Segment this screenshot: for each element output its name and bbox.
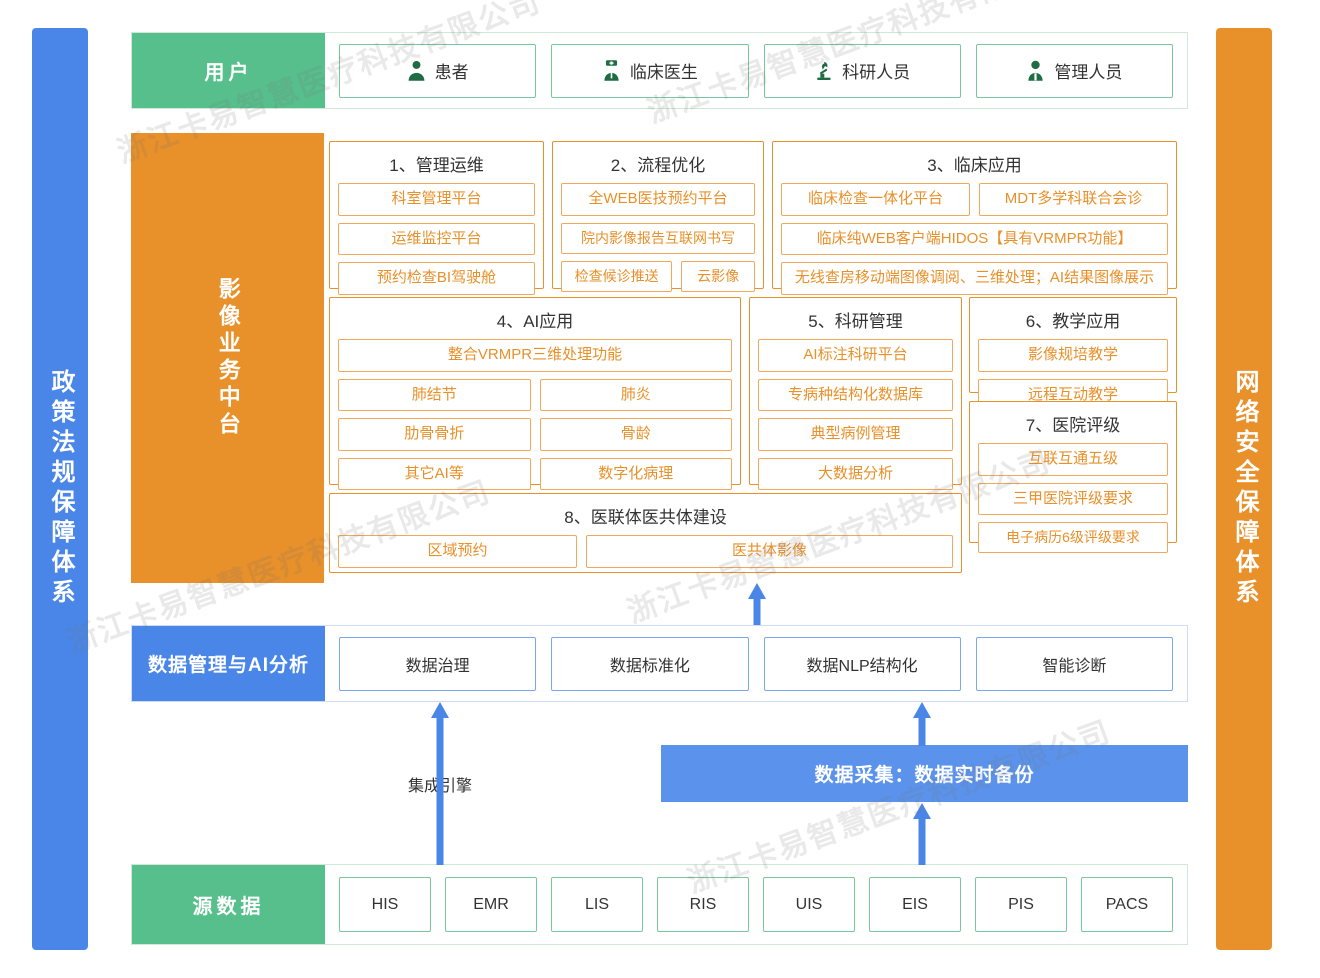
group-title: 4、AI应用	[496, 312, 574, 331]
group-item[interactable]: 无线查房移动端图像调阅、三维处理；AI结果图像展示	[781, 262, 1168, 295]
arrow-dm-to-platform	[742, 583, 772, 625]
group-item[interactable]: 整合VRMPR三维处理功能	[338, 339, 732, 372]
user-role-clinician[interactable]: 临床医生	[551, 43, 749, 98]
user-role-patient[interactable]: 患者	[339, 43, 537, 98]
imaging-platform-label-text: 影像业务中台	[215, 277, 241, 439]
data-collection-bar: 数据采集：数据实时备份	[661, 745, 1188, 802]
group-item[interactable]: 医共体影像	[585, 535, 953, 568]
group-item[interactable]: 三甲医院评级要求	[978, 482, 1168, 515]
group-item[interactable]: AI标注科研平台	[758, 339, 953, 372]
network-security-pillar-label: 网络安全保障体系	[1231, 369, 1258, 609]
data-management-label: 数据管理与AI分析	[132, 626, 325, 701]
group-management-ops[interactable]: 1、管理运维 科室管理平台 运维监控平台 预约检查BI驾驶舱	[329, 141, 544, 295]
source-item-his[interactable]: HIS	[339, 877, 431, 932]
source-item-ris[interactable]: RIS	[657, 877, 749, 932]
user-role-label: 患者	[434, 63, 469, 82]
source-data-label: 源数据	[132, 865, 325, 944]
dm-item-standardization[interactable]: 数据标准化	[551, 636, 749, 691]
group-item[interactable]: 典型病例管理	[758, 418, 953, 451]
group-title: 8、医联体医共体建设	[564, 508, 727, 527]
source-item-pis[interactable]: PIS	[975, 877, 1067, 932]
group-item[interactable]: 肋骨骨折	[338, 418, 531, 451]
imaging-platform-label: 影像业务中台	[131, 133, 324, 583]
dm-item-nlp-structuring[interactable]: 数据NLP结构化	[763, 636, 961, 691]
source-data-band: 源数据 HIS EMR LIS RIS UIS EIS PIS PACS	[131, 864, 1188, 945]
users-band: 用户 患者 临床医生 科研人员 管理人员	[131, 32, 1188, 109]
policy-regulation-pillar-label: 政策法规保障体系	[47, 369, 74, 609]
group-item[interactable]: 科室管理平台	[338, 183, 535, 216]
arrow-source-to-dm-left	[425, 702, 455, 865]
group-title: 1、管理运维	[389, 156, 484, 175]
group-research-management[interactable]: 5、科研管理 AI标注科研平台 专病种结构化数据库 典型病例管理 大数据分析	[749, 297, 962, 490]
group-item[interactable]: 全WEB医技预约平台	[561, 183, 755, 216]
group-item[interactable]: 电子病历6级评级要求	[978, 522, 1168, 554]
doctor-icon	[602, 60, 621, 81]
group-hospital-rating[interactable]: 7、医院评级 互联互通五级 三甲医院评级要求 电子病历6级评级要求	[969, 401, 1177, 554]
source-item-uis[interactable]: UIS	[763, 877, 855, 932]
group-title: 7、医院评级	[1025, 416, 1121, 435]
user-role-administrator[interactable]: 管理人员	[975, 43, 1173, 98]
group-item[interactable]: 预约检查BI驾驶舱	[338, 262, 535, 295]
arrow-source-to-collect	[907, 803, 937, 865]
group-title: 2、流程优化	[610, 156, 706, 175]
group-process-optimization[interactable]: 2、流程优化 全WEB医技预约平台 院内影像报告互联网书写 检查候诊推送 云影像	[552, 141, 764, 293]
source-data-list: HIS EMR LIS RIS UIS EIS PIS PACS	[325, 865, 1187, 944]
group-title: 5、科研管理	[808, 312, 903, 331]
group-item[interactable]: 大数据分析	[758, 457, 953, 490]
user-role-researcher[interactable]: 科研人员	[763, 43, 961, 98]
source-item-lis[interactable]: LIS	[551, 877, 643, 932]
users-list: 患者 临床医生 科研人员 管理人员	[325, 33, 1187, 108]
group-item[interactable]: MDT多学科联合会诊	[979, 183, 1168, 216]
policy-regulation-pillar: 政策法规保障体系	[32, 28, 88, 950]
patient-icon	[407, 60, 426, 81]
group-item[interactable]: 临床纯WEB客户端HIDOS【具有VRMPR功能】	[781, 222, 1168, 255]
group-title: 3、临床应用	[927, 156, 1022, 175]
group-item[interactable]: 专病种结构化数据库	[758, 378, 953, 411]
group-medical-alliance[interactable]: 8、医联体医共体建设 区域预约 医共体影像	[329, 493, 962, 573]
data-management-list: 数据治理 数据标准化 数据NLP结构化 智能诊断	[325, 626, 1187, 701]
group-item[interactable]: 云影像	[681, 260, 755, 293]
manager-icon	[1026, 60, 1045, 81]
platform-groups: 1、管理运维 科室管理平台 运维监控平台 预约检查BI驾驶舱 2、流程优化 全W…	[324, 133, 1188, 583]
dm-item-intelligent-diagnosis[interactable]: 智能诊断	[975, 636, 1173, 691]
group-ai-application[interactable]: 4、AI应用 整合VRMPR三维处理功能 肺结节 肺炎 肋骨骨折 骨龄 其它AI…	[329, 297, 741, 490]
group-title: 6、教学应用	[1025, 312, 1121, 331]
group-teaching-application[interactable]: 6、教学应用 影像规培教学 远程互动教学	[969, 297, 1177, 411]
group-item[interactable]: 临床检查一体化平台	[781, 183, 970, 216]
source-item-eis[interactable]: EIS	[869, 877, 961, 932]
user-role-label: 科研人员	[842, 63, 911, 82]
user-role-label: 管理人员	[1054, 63, 1123, 82]
group-item[interactable]: 检查候诊推送	[561, 260, 673, 293]
group-item[interactable]: 影像规培教学	[978, 339, 1168, 372]
network-security-pillar: 网络安全保障体系	[1216, 28, 1272, 950]
group-item[interactable]: 运维监控平台	[338, 222, 535, 255]
microscope-icon	[814, 60, 833, 81]
group-item[interactable]: 数字化病理	[539, 457, 732, 490]
users-band-label: 用户	[132, 33, 325, 108]
user-role-label: 临床医生	[629, 63, 698, 82]
group-item[interactable]: 骨龄	[539, 418, 732, 451]
arrow-collect-to-dm	[907, 702, 937, 746]
group-item[interactable]: 院内影像报告互联网书写	[561, 222, 755, 254]
group-item[interactable]: 肺炎	[539, 378, 732, 411]
source-item-pacs[interactable]: PACS	[1081, 877, 1173, 932]
group-item[interactable]: 肺结节	[338, 378, 531, 411]
group-item[interactable]: 区域预约	[338, 535, 577, 568]
group-item[interactable]: 互联互通五级	[978, 443, 1168, 476]
group-clinical-application[interactable]: 3、临床应用 临床检查一体化平台 MDT多学科联合会诊 临床纯WEB客户端HID…	[772, 141, 1177, 295]
imaging-platform-band: 影像业务中台 1、管理运维 科室管理平台 运维监控平台 预约检查BI驾驶舱 2、…	[131, 133, 1188, 583]
source-item-emr[interactable]: EMR	[445, 877, 537, 932]
group-item[interactable]: 其它AI等	[338, 457, 531, 490]
dm-item-governance[interactable]: 数据治理	[339, 636, 537, 691]
data-management-band: 数据管理与AI分析 数据治理 数据标准化 数据NLP结构化 智能诊断	[131, 625, 1188, 702]
